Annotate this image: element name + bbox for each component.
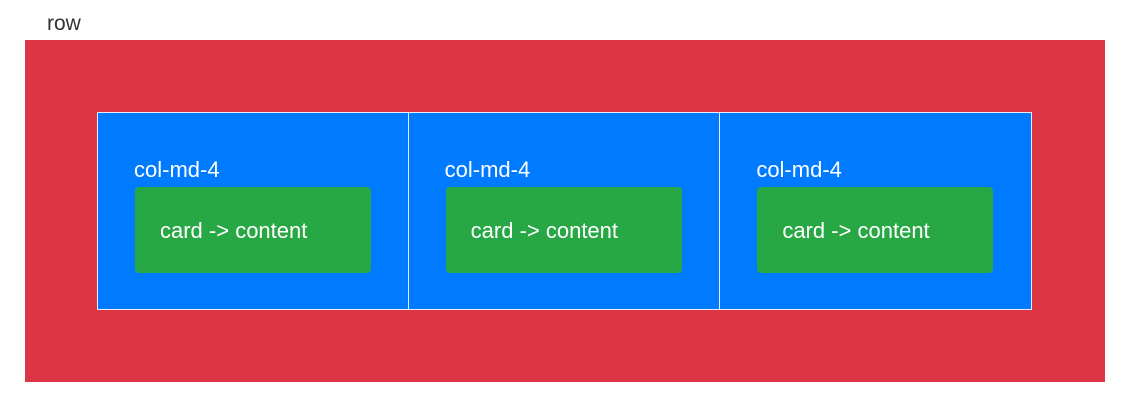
column-label: col-md-4 <box>444 157 531 182</box>
row-label: row <box>47 12 81 35</box>
column-2: col-md-4 card -> content <box>408 112 721 310</box>
card: card -> content <box>757 187 994 273</box>
card-content-label: card -> content <box>160 218 308 243</box>
column-1: col-md-4 card -> content <box>97 112 409 310</box>
column-label: col-md-4 <box>756 157 842 182</box>
column-3: col-md-4 card -> content <box>720 112 1032 310</box>
card: card -> content <box>445 187 682 273</box>
columns-container: col-md-4 card -> content col-md-4 card -… <box>97 112 1032 310</box>
card-content-label: card -> content <box>782 218 930 243</box>
card-content-label: card -> content <box>470 218 619 243</box>
column-label: col-md-4 <box>134 157 220 182</box>
card: card -> content <box>135 187 371 273</box>
